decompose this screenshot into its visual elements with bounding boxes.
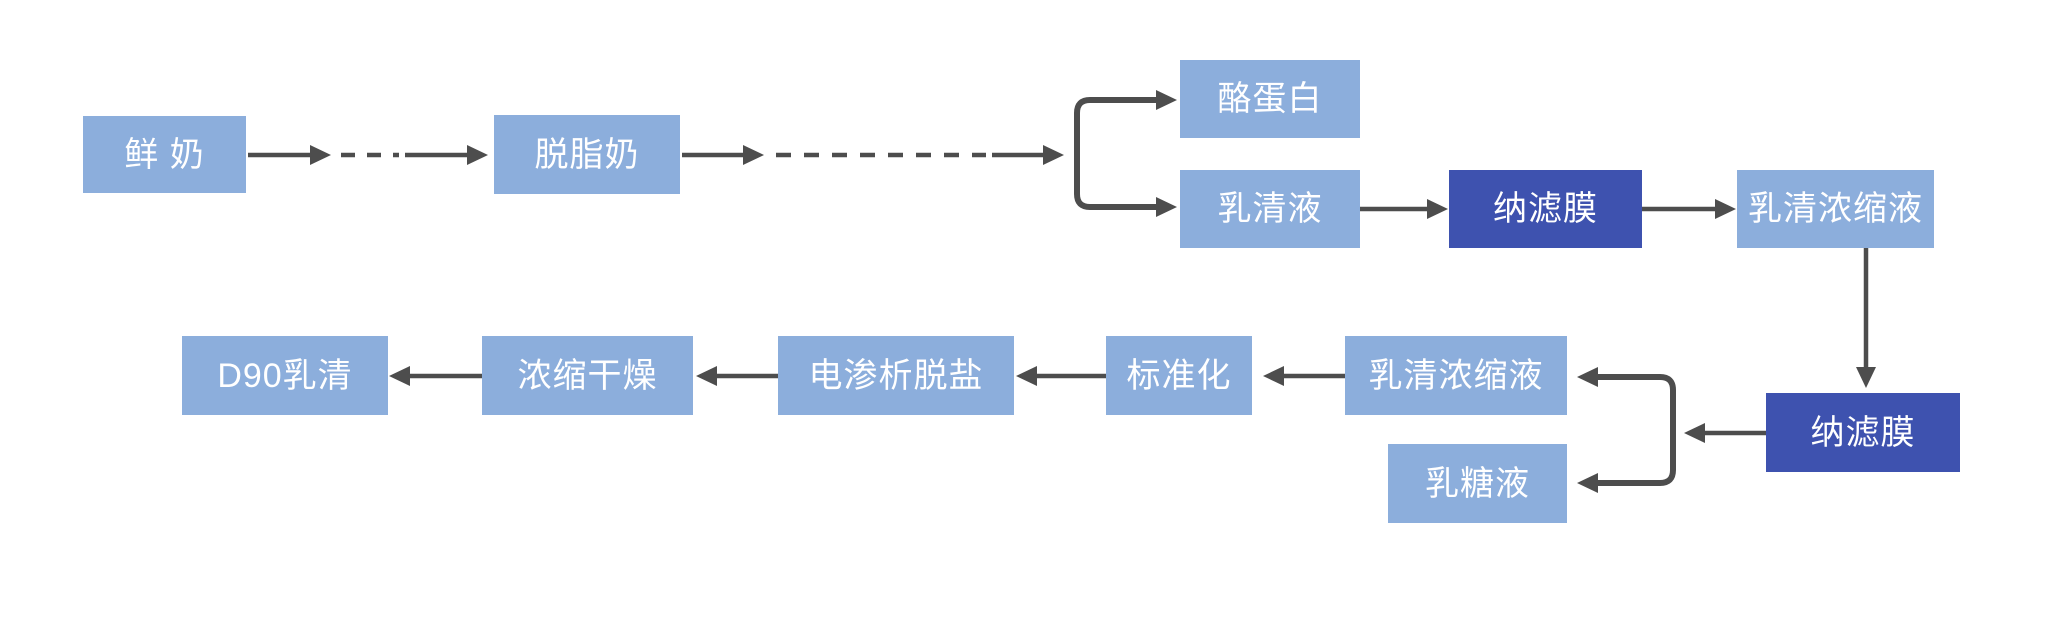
node-nanofiltration-membrane-1: 纳滤膜	[1449, 170, 1642, 248]
branch-bracket-bottom	[1598, 374, 1676, 486]
node-whey-concentrate-2: 乳清浓缩液	[1345, 336, 1567, 415]
node-casein: 酪蛋白	[1180, 60, 1360, 138]
node-standardization: 标准化	[1106, 336, 1252, 415]
node-whey-concentrate-1: 乳清浓缩液	[1737, 170, 1934, 248]
branch-arrowhead-casein	[1156, 90, 1177, 110]
node-lactose-liquid: 乳糖液	[1388, 444, 1567, 523]
node-fresh-milk: 鲜 奶	[83, 116, 246, 193]
branch-arrowhead-whey-liquid	[1156, 197, 1177, 217]
node-electrodialysis-desalination: 电渗析脱盐	[778, 336, 1014, 415]
branch-bracket-top	[1074, 97, 1156, 210]
node-skim-milk: 脱脂奶	[494, 115, 680, 194]
node-concentration-drying: 浓缩干燥	[482, 336, 693, 415]
node-whey-liquid: 乳清液	[1180, 170, 1360, 248]
branch-arrowhead-lactose	[1577, 473, 1598, 493]
node-nanofiltration-membrane-2: 纳滤膜	[1766, 393, 1960, 472]
branch-arrowhead-concentrate2	[1577, 367, 1598, 387]
node-d90-whey: D90乳清	[182, 336, 388, 415]
